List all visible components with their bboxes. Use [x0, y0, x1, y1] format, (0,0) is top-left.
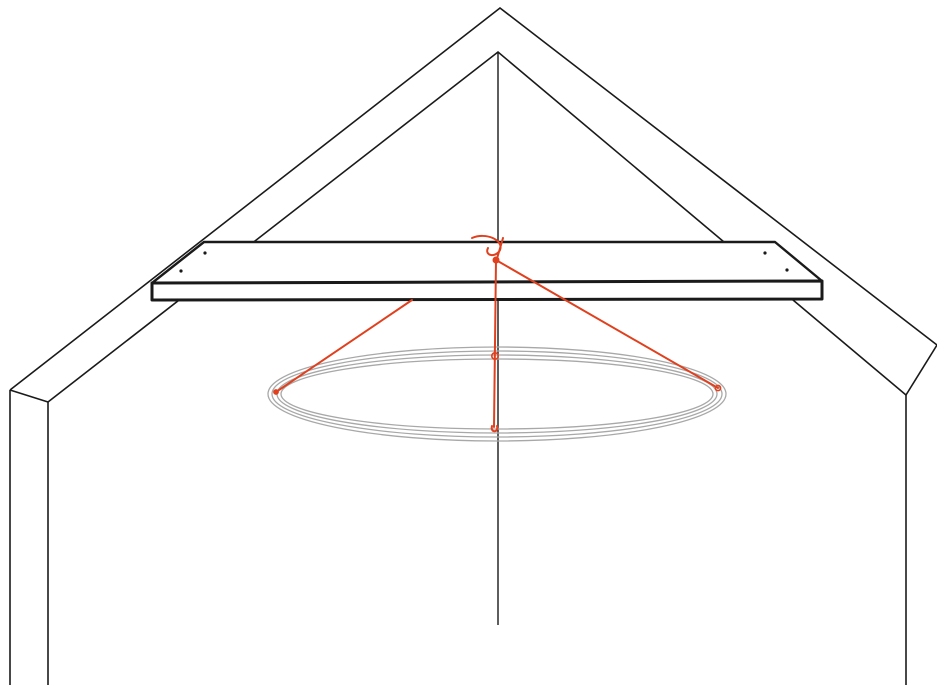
- roof-right-cap: [905, 344, 937, 396]
- walls: [9, 390, 907, 685]
- roof-outer-edge: [9, 6, 937, 391]
- right-hoop-knot: [714, 384, 722, 392]
- top-knot: [492, 256, 500, 264]
- roof-left-cap: [9, 389, 49, 403]
- cord-center: [493, 259, 497, 428]
- shelf-screw-front-left: [179, 269, 183, 273]
- cord-knots: [273, 256, 722, 395]
- cord-right: [495, 259, 719, 389]
- shelf-screw-back-right: [763, 251, 767, 255]
- cord-left: [275, 299, 413, 393]
- hoop-ring-outer: [267, 346, 727, 442]
- hoop-ring-mid: [271, 350, 723, 438]
- roof-inner-edge: [47, 50, 907, 403]
- shelf-screw-back-left: [203, 251, 207, 255]
- roof-outline: [9, 6, 937, 403]
- left-hoop-knot: [273, 389, 279, 395]
- hoop-ring-innermost: [280, 358, 714, 430]
- shelf-board: [150, 240, 824, 302]
- shelf-front-face: [150, 279, 824, 302]
- shelf-screw-front-right: [785, 268, 789, 272]
- hoop-ring-inner: [276, 354, 718, 434]
- middle-knot: [490, 351, 499, 360]
- cord-bottom-hook: [490, 425, 499, 433]
